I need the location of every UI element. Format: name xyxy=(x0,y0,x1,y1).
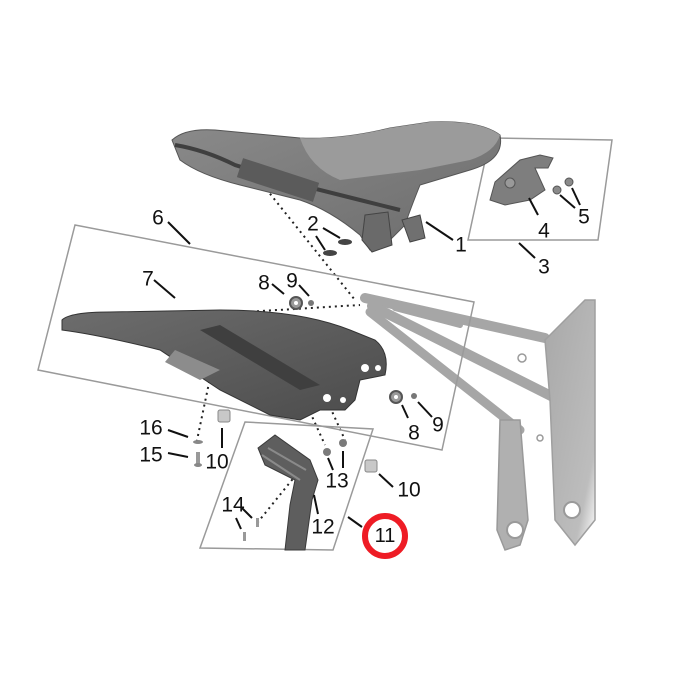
callout-2[interactable]: 2 xyxy=(307,212,319,236)
callout-6[interactable]: 6 xyxy=(152,206,164,230)
callout-1[interactable]: 1 xyxy=(455,233,467,257)
highlighted-callout-11[interactable]: 11 xyxy=(362,513,408,559)
callout-14[interactable]: 14 xyxy=(221,493,245,517)
callout-11: 11 xyxy=(374,524,396,547)
callout-9-upper[interactable]: 9 xyxy=(286,269,298,293)
assembly-box-6 xyxy=(37,224,475,451)
washer-bolt-lower xyxy=(389,390,417,404)
callout-5[interactable]: 5 xyxy=(578,205,590,229)
callout-7[interactable]: 7 xyxy=(142,267,154,291)
assembly-lines xyxy=(195,174,361,523)
callout-9-lower[interactable]: 9 xyxy=(432,413,444,437)
clip-nuts xyxy=(323,439,347,456)
callout-4[interactable]: 4 xyxy=(538,219,550,243)
assembly-box-11 xyxy=(198,421,375,551)
seat-part xyxy=(171,121,502,253)
callout-16[interactable]: 16 xyxy=(139,416,163,440)
callout-10-right[interactable]: 10 xyxy=(397,478,421,502)
screws-14 xyxy=(243,518,259,541)
callout-10-left[interactable]: 10 xyxy=(205,450,229,474)
callout-8-lower[interactable]: 8 xyxy=(408,421,420,445)
bracket-nuts xyxy=(552,177,574,195)
rear-frame xyxy=(360,293,596,551)
callout-3[interactable]: 3 xyxy=(538,255,550,279)
grab-handle xyxy=(257,434,319,551)
lock-bracket xyxy=(489,154,554,206)
leader-lines xyxy=(153,187,581,530)
callout-12[interactable]: 12 xyxy=(311,515,335,539)
spacer-right xyxy=(364,459,378,473)
washer-bolt-upper xyxy=(289,296,314,310)
callout-13[interactable]: 13 xyxy=(325,469,349,493)
callout-15[interactable]: 15 xyxy=(139,443,163,467)
screw-15 xyxy=(194,452,202,467)
assembly-box-3 xyxy=(467,137,613,241)
seat-pads xyxy=(323,239,352,256)
spacer-left xyxy=(217,409,231,423)
washer-16 xyxy=(193,440,203,444)
side-panel xyxy=(61,309,387,421)
callout-8-upper[interactable]: 8 xyxy=(258,271,270,295)
